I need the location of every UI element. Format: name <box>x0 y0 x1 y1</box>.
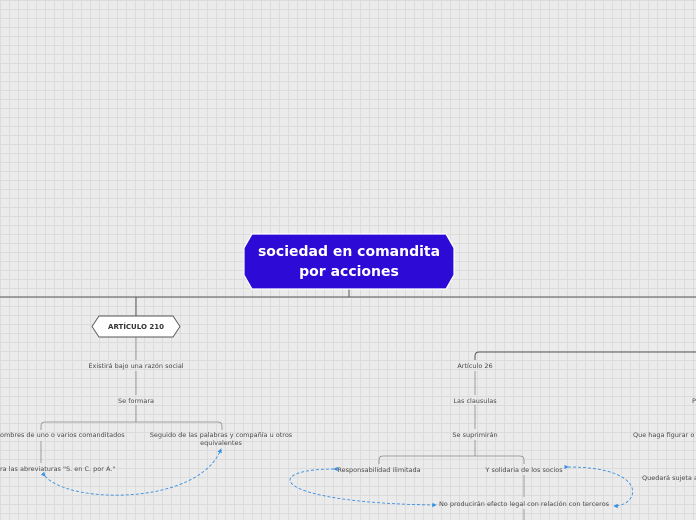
root-node[interactable]: sociedad en comandita por acciones <box>244 234 454 289</box>
articulo210-shape <box>91 315 181 338</box>
node-responsabilidad[interactable]: Responsabilidad ilimitada <box>337 466 421 474</box>
node-que-haga[interactable]: Que haga figurar o <box>633 431 695 439</box>
node-articulo26[interactable]: Artículo 26 <box>457 362 493 370</box>
node-cut-p[interactable]: P <box>692 397 696 405</box>
branch-articulo26-line <box>474 351 696 360</box>
node-seguido[interactable]: Seguido de las palabras y compañía u otr… <box>149 431 293 447</box>
relation-resp-noprod <box>289 466 437 508</box>
node-razon-social[interactable]: Existirá bajo una razón social <box>88 362 184 370</box>
node-clausulas[interactable]: Las clausulas <box>453 397 497 405</box>
bracket-supr <box>378 455 525 464</box>
node-no-produciran[interactable]: No producirán efecto legal con relación … <box>438 500 610 508</box>
bracket-formara <box>40 421 223 430</box>
node-nombres[interactable]: ombres de uno o varios comanditados <box>0 431 125 439</box>
node-articulo210-label: ARTÍCULO 210 <box>108 322 164 331</box>
node-solidaria[interactable]: Y solidaria de los socios <box>485 466 563 474</box>
root-title-line1: sociedad en comandita <box>257 243 441 260</box>
node-se-supriminan[interactable]: Se suprimirán <box>452 431 498 439</box>
node-quedara[interactable]: Quedará sujeta a <box>642 474 696 482</box>
relation-solidaria-noprod <box>564 464 634 509</box>
node-se-formara[interactable]: Se formara <box>118 397 154 405</box>
relation-abrev-seguido <box>40 448 222 496</box>
node-abreviaturas[interactable]: ra las abreviaturas "S. en C. por A." <box>0 465 116 473</box>
root-title-line2: por acciones <box>299 263 399 280</box>
node-articulo210[interactable]: ARTÍCULO 210 <box>92 316 180 337</box>
root-node-shape <box>243 233 455 290</box>
